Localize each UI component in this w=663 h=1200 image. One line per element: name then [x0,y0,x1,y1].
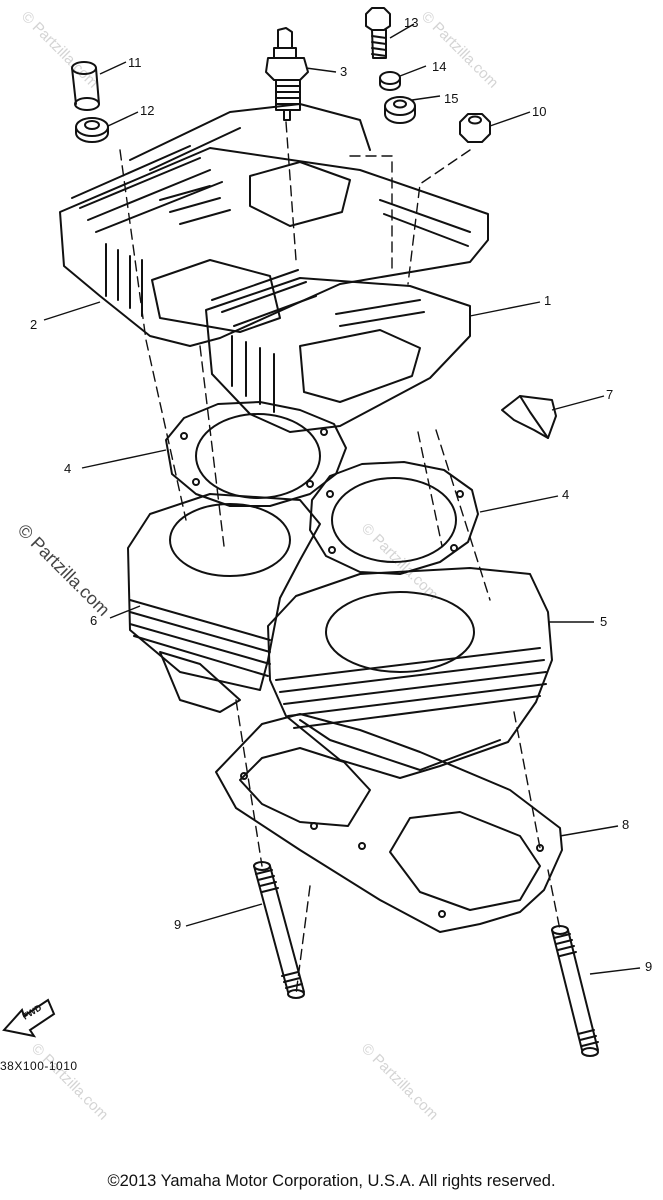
cylinder-head-part-1 [205,269,471,433]
part-label-9-left: 9 [174,917,182,932]
part-label-5: 5 [600,614,608,629]
part-label-11: 11 [128,55,142,70]
bolt-part-13 [365,7,391,59]
cylinder-head-part-2 [59,103,489,347]
part-label-10: 10 [532,104,547,119]
part-label-4-rear: 4 [64,461,72,476]
washer-part-15 [384,96,416,124]
part-label-13: 13 [404,15,419,30]
part-label-9-right: 9 [645,959,653,974]
washer-part-14 [379,71,401,91]
copyright-notice: ©2013 Yamaha Motor Corporation, U.S.A. A… [107,1172,556,1190]
stud-bolt-part-9-right [551,925,599,1057]
part-label-15: 15 [444,91,459,106]
cylinder-part-5 [267,567,553,779]
head-gasket-part-4-front [309,461,479,575]
damper-part-7 [501,395,557,439]
forward-arrow-icon [2,998,56,1038]
part-label-8: 8 [622,817,630,832]
stud-bolt-part-9-left [253,861,305,999]
diagram-code: 38X100-1010 [0,1059,78,1073]
part-label-14: 14 [432,59,447,74]
nut-part-10 [459,113,491,143]
label-leader-lines [43,23,641,975]
part-label-1: 1 [544,293,552,308]
spark-plug-part-3 [265,27,309,121]
part-label-7: 7 [606,387,614,402]
part-label-6: 6 [90,613,98,628]
part-label-3: 3 [340,64,348,79]
cylinder-part-6 [127,493,321,713]
part-label-4-front: 4 [562,487,570,502]
part-label-2: 2 [30,317,38,332]
base-gasket-part-8 [215,713,563,933]
assembly-guide-lines [119,121,561,995]
part-label-12: 12 [140,103,155,118]
collar-part-11 [71,61,100,111]
washer-part-12 [75,117,109,143]
